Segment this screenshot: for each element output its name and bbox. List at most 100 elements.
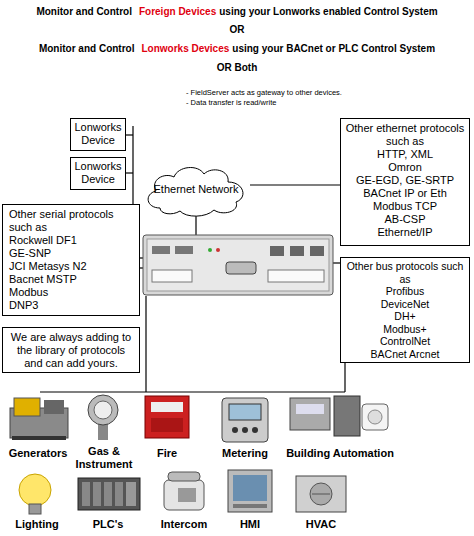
fieldserver-device: [147, 239, 329, 291]
meter-icon: [242, 427, 248, 433]
title-text: Monitor and Control: [36, 6, 132, 17]
building-automation-icon: [290, 396, 388, 436]
plc-icon: [78, 478, 140, 510]
intercom-icon: [164, 480, 204, 510]
protocol-box: Other bus protocols such asProfibusDevic…: [340, 257, 470, 363]
plc-icon: [126, 482, 136, 506]
plc-icon: [82, 482, 90, 506]
wire: [126, 172, 133, 173]
icon-label: Gas & Instrument: [73, 445, 135, 471]
gas-instrument-icon: [88, 395, 118, 440]
light-bulb-icon: [19, 474, 51, 506]
box-item: Bacnet MSTP: [9, 273, 135, 286]
light-bulb-icon: [19, 474, 51, 514]
meter-icon: [222, 398, 268, 442]
fieldserver-device: [152, 270, 192, 282]
box-item: BACnet Arcnet: [342, 348, 468, 361]
fieldserver-device: [175, 246, 193, 254]
building-automation-icon: [290, 398, 330, 430]
note-box: We are always adding to the library of p…: [2, 327, 140, 373]
title-text: Monitor and Control: [39, 43, 135, 54]
box-item: Modbus TCP: [342, 200, 468, 213]
wire: [250, 184, 340, 185]
box-item: HTTP, XML: [342, 148, 468, 161]
box-item: DNP3: [9, 299, 135, 312]
fire-panel-icon: [151, 418, 183, 432]
icon-label: Metering: [210, 447, 280, 460]
icon-label: Generators: [0, 447, 76, 460]
fieldserver-device: [143, 235, 333, 295]
fieldserver-device: [143, 235, 333, 295]
note-text: - Data transfer is read/write: [186, 98, 386, 108]
title-line: OR: [0, 23, 474, 36]
hmi-icon: [233, 504, 267, 508]
fieldserver-device: [216, 248, 220, 252]
hmi-icon: [233, 475, 267, 501]
box-item: GE-EGD, GE-SRTP: [342, 174, 468, 187]
box-item: BACnet IP or Eth: [342, 187, 468, 200]
gas-instrument-icon: [88, 395, 118, 425]
hvac-icon: [310, 483, 332, 505]
light-bulb-icon: [29, 504, 41, 514]
title-line: Monitor and ControlLonworks Devicesusing…: [0, 42, 474, 55]
box-item: AB-CSP: [342, 213, 468, 226]
gas-instrument-icon: [94, 401, 112, 419]
fieldserver-device: [270, 246, 284, 256]
title-line: OR Both: [0, 61, 474, 74]
building-automation-icon: [368, 410, 382, 424]
fire-panel-icon: [151, 402, 183, 412]
icon-label: HVAC: [291, 518, 351, 531]
box-item: Omron: [342, 161, 468, 174]
box-item: Modbus+: [342, 323, 468, 336]
meter-icon: [252, 427, 258, 433]
meter-icon: [222, 398, 268, 442]
plc-icon: [104, 482, 112, 506]
fieldserver-device: [208, 248, 212, 252]
box-item: ControlNet: [342, 335, 468, 348]
title-line: Monitor and ControlForeign Devicesusing …: [0, 5, 474, 18]
wire: [145, 296, 146, 392]
wire: [333, 262, 340, 263]
box-heading: Lonworks Device: [73, 121, 123, 147]
device-box: Lonworks Device: [70, 157, 126, 190]
icon-label: Intercom: [149, 518, 219, 531]
box-item: DH+: [342, 310, 468, 323]
icon-label: HMI: [225, 518, 275, 531]
plc-icon: [115, 482, 123, 506]
box-heading: We are always adding to the library of p…: [7, 331, 135, 370]
highlight-text: Lonworks Devices: [141, 43, 229, 54]
title-text: using your Lonworks enabled Control Syst…: [219, 6, 437, 17]
meter-icon: [232, 427, 238, 433]
hvac-icon: [312, 494, 330, 495]
box-heading: Other serial protocols such as: [9, 208, 135, 234]
cloud-outline: [148, 168, 243, 217]
icon-label: PLC's: [78, 518, 138, 531]
wire: [344, 363, 345, 392]
device-box: Lonworks Device: [70, 118, 126, 151]
box-item: Modbus: [9, 286, 135, 299]
generator-icon: [12, 436, 66, 440]
box-heading: Other bus protocols such as: [342, 260, 468, 285]
protocol-box: Other serial protocols such asRockwell D…: [2, 204, 140, 316]
wire: [40, 391, 345, 392]
fieldserver-device: [290, 246, 304, 256]
fieldserver-device: [226, 262, 256, 274]
box-item: Ethernet/IP: [342, 226, 468, 239]
fire-panel-icon: [145, 396, 189, 438]
box-item: DeviceNet: [342, 298, 468, 311]
hvac-icon: [296, 476, 346, 512]
intercom-icon: [164, 472, 204, 510]
fieldserver-device: [152, 246, 170, 254]
meter-icon: [229, 404, 261, 420]
icon-label: Fire: [137, 447, 197, 460]
box-item: Rockwell DF1: [9, 234, 135, 247]
generator-icon: [44, 400, 64, 414]
box-heading: Other ethernet protocols such as: [342, 122, 468, 148]
note-text: - FieldServer acts as gateway to other d…: [186, 88, 386, 98]
building-automation-icon: [334, 396, 360, 436]
hmi-icon: [228, 470, 272, 512]
hvac-icon: [296, 476, 346, 512]
building-automation-icon: [362, 404, 388, 430]
title-text: OR: [230, 24, 245, 35]
